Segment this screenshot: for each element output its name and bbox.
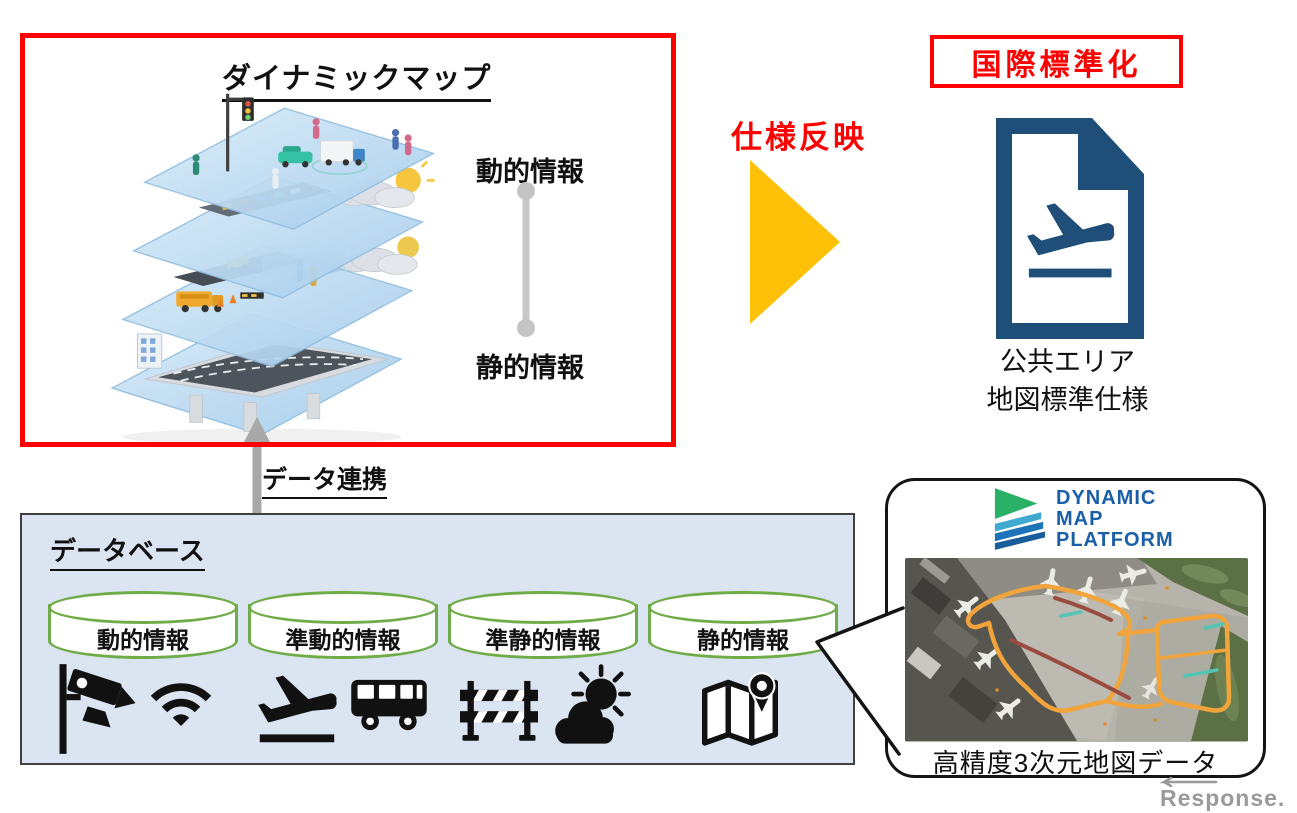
cylinder-top xyxy=(248,591,438,624)
response-watermark: Response. xyxy=(1159,777,1285,811)
cylinder-top xyxy=(48,591,238,624)
badge-text: 国際標準化 xyxy=(971,48,1142,82)
dynamic-static-connector xyxy=(517,182,535,337)
airport-aerial-photo xyxy=(905,558,1248,742)
cylinder-top xyxy=(448,591,638,624)
dynamic-map-panel xyxy=(20,33,676,447)
cylinder-dynamic-info: 動的情報 xyxy=(48,591,238,659)
map-pin-icon xyxy=(701,672,779,746)
database-title: データベース xyxy=(50,531,205,571)
wifi-icon xyxy=(150,683,212,726)
spec-reflection-label: 仕様反映 xyxy=(731,120,867,155)
right-arrow-icon xyxy=(750,160,840,324)
cylinder-label: 準動的情報 xyxy=(285,627,401,653)
bus-icon xyxy=(351,679,427,731)
cylinder-semi-static-info: 準静的情報 xyxy=(448,591,638,659)
airplane-takeoff-icon xyxy=(258,675,337,743)
logo-line-3: PLATFORM xyxy=(1056,529,1174,551)
sun-cloud-icon xyxy=(555,664,631,744)
dmp-logo-icon xyxy=(994,488,1046,550)
document-airplane-icon xyxy=(996,118,1144,339)
dynamic-info-label: 動的情報 xyxy=(476,157,584,187)
dmp-logo-wordmark: DYNAMIC MAP PLATFORM xyxy=(1056,488,1174,551)
logo-line-1: DYNAMIC xyxy=(1056,487,1157,509)
logo-line-2: MAP xyxy=(1056,508,1104,530)
caption-line-1: 公共エリア xyxy=(1000,347,1135,377)
standard-spec-caption: 公共エリア 地図標準仕様 xyxy=(940,344,1195,420)
static-info-label: 静的情報 xyxy=(476,353,584,383)
layered-map-illustration xyxy=(110,93,436,444)
caption-line-2: 地図標準仕様 xyxy=(986,384,1149,415)
up-arrow-icon xyxy=(243,417,271,514)
cylinder-top xyxy=(648,591,838,624)
callout-tail xyxy=(815,606,905,756)
database-panel: データベース 動的情報 準動的情報 準静的情報 静的情報 xyxy=(20,513,855,765)
dmp-callout-bubble: DYNAMIC MAP PLATFORM xyxy=(885,478,1266,778)
cctv-camera-icon xyxy=(59,664,136,754)
cylinder-label: 準静的情報 xyxy=(485,627,601,653)
cylinder-static-info: 静的情報 xyxy=(648,591,838,659)
callout-caption: 高精度3次元地図データ xyxy=(932,748,1219,778)
international-standardization-badge: 国際標準化 xyxy=(930,35,1183,88)
cylinder-label: 静的情報 xyxy=(697,627,789,653)
road-barrier-icon xyxy=(460,680,538,741)
cylinder-semi-dynamic-info: 準動的情報 xyxy=(248,591,438,659)
data-link-label: データ連携 xyxy=(262,460,388,499)
dynamic-map-title: ダイナミックマップ xyxy=(222,55,492,102)
cylinder-label: 動的情報 xyxy=(97,627,189,653)
watermark-text: Response. xyxy=(1160,785,1285,811)
